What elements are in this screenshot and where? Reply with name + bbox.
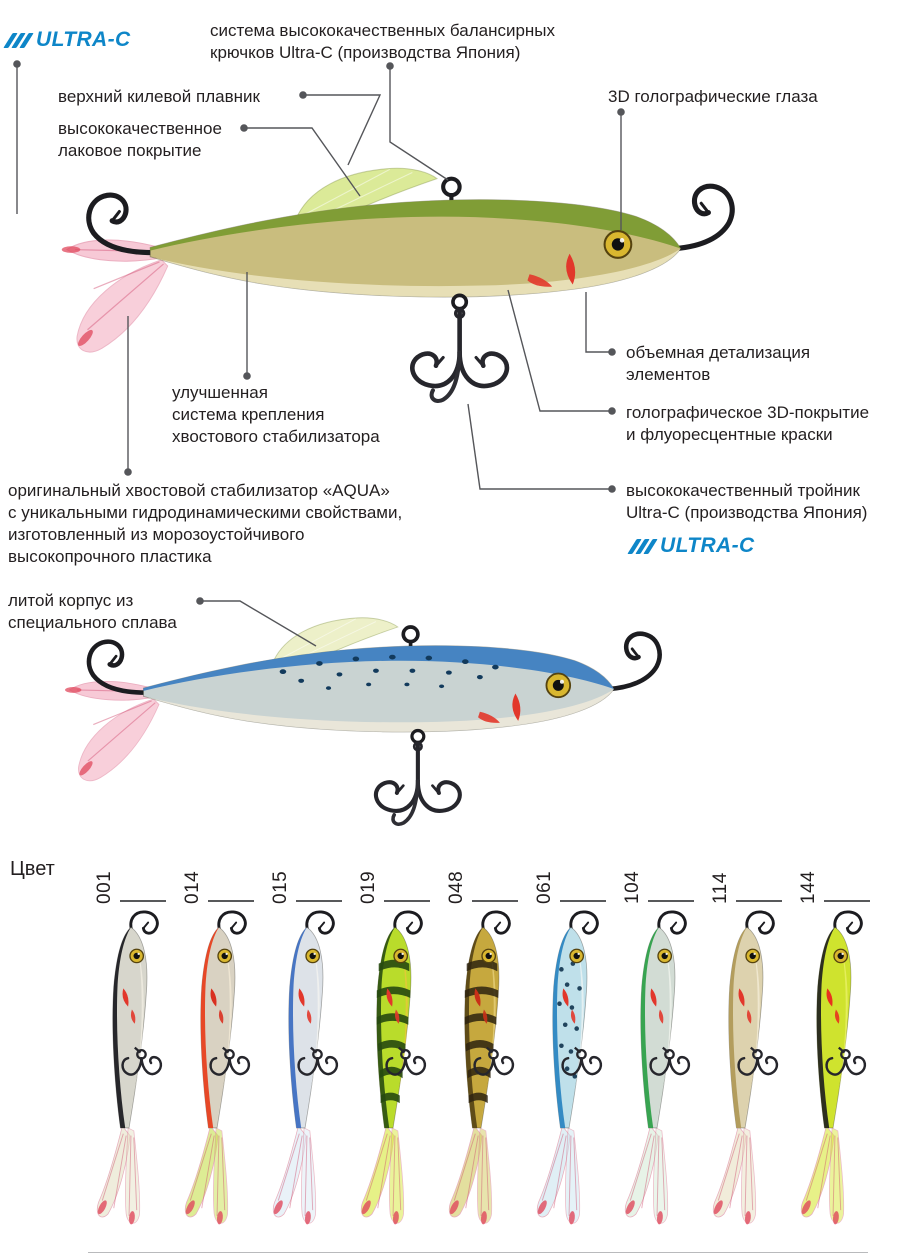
callout-cast-body: литой корпус из специального сплава	[8, 591, 177, 633]
ultra-c-logo-right: ULTRA-C	[627, 534, 755, 558]
logo-stripes-icon	[627, 538, 658, 554]
color-lure-image	[446, 910, 515, 1227]
color-code: 048	[446, 870, 467, 904]
color-variant-header: 015	[262, 856, 350, 906]
logo-stripes-icon	[3, 32, 34, 48]
color-tick	[824, 900, 870, 902]
color-code: 019	[358, 870, 379, 904]
leader-treble	[467, 403, 616, 493]
color-tick	[296, 900, 342, 902]
color-lure-image	[710, 910, 779, 1227]
color-variant: 104	[614, 856, 702, 1238]
callout-eyes: 3D голографические глаза	[608, 87, 818, 106]
ultra-c-logo-top: ULTRA-C	[3, 28, 131, 52]
color-code: 114	[710, 872, 731, 904]
color-lure-image	[182, 910, 251, 1227]
color-variant: 019	[350, 856, 438, 1238]
color-code: 144	[798, 870, 819, 904]
color-code: 014	[182, 870, 203, 904]
color-tick	[560, 900, 606, 902]
callout-detail: объемная детализация элементов	[626, 343, 811, 385]
color-lure-image	[622, 910, 691, 1227]
color-variant-header: 104	[614, 856, 702, 906]
callout-keel-fin: верхний килевой плавник	[58, 87, 260, 106]
color-tick	[472, 900, 518, 902]
color-tick	[736, 900, 782, 902]
color-code: 061	[534, 870, 555, 904]
color-variant: 061	[526, 856, 614, 1238]
callout-holo-coating: голографическое 3D-покрытие и флуоресцен…	[626, 403, 870, 445]
color-variant: 114	[702, 856, 790, 1238]
color-tick	[384, 900, 430, 902]
color-lure-image	[94, 910, 163, 1227]
color-lure-image	[534, 910, 603, 1227]
color-variant: 001	[86, 856, 174, 1238]
logo-text: ULTRA-C	[660, 534, 755, 557]
color-lure-image	[798, 910, 867, 1227]
color-variant-header: 001	[86, 856, 174, 906]
color-tick	[648, 900, 694, 902]
color-tick	[120, 900, 166, 902]
logo-text: ULTRA-C	[36, 28, 131, 51]
color-variant-header: 048	[438, 856, 526, 906]
color-variant: 144	[790, 856, 878, 1238]
color-variant: 048	[438, 856, 526, 1238]
colors-label: Цвет	[10, 858, 55, 880]
leader-logo	[13, 60, 21, 214]
color-tick	[208, 900, 254, 902]
callout-tail-mount: улучшенная система крепления хвостового …	[172, 383, 380, 447]
color-variants-row: 001 014 015 019 048	[86, 856, 878, 1238]
bottom-rule	[88, 1252, 868, 1253]
color-code: 104	[622, 870, 643, 904]
color-lure-image	[270, 910, 339, 1227]
color-variant-header: 061	[526, 856, 614, 906]
callout-hooks-system: система высококачественных балансирных к…	[210, 21, 556, 63]
color-variant: 015	[262, 856, 350, 1238]
color-variant-header: 014	[174, 856, 262, 906]
color-variant-header: 144	[790, 856, 878, 906]
color-variant: 014	[174, 856, 262, 1238]
color-code: 001	[94, 870, 115, 904]
color-lure-image	[358, 910, 427, 1227]
second-lure-image	[55, 606, 675, 834]
callout-lacquer: высококачественное лаковое покрытие	[58, 119, 222, 161]
color-variant-header: 019	[350, 856, 438, 906]
color-variant-header: 114	[702, 856, 790, 906]
callout-treble: высококачественный тройник Ultra-C (прои…	[626, 481, 868, 523]
callout-stabilizer: оригинальный хвостовой стабилизатор «AQU…	[8, 481, 403, 567]
color-code: 015	[270, 870, 291, 904]
